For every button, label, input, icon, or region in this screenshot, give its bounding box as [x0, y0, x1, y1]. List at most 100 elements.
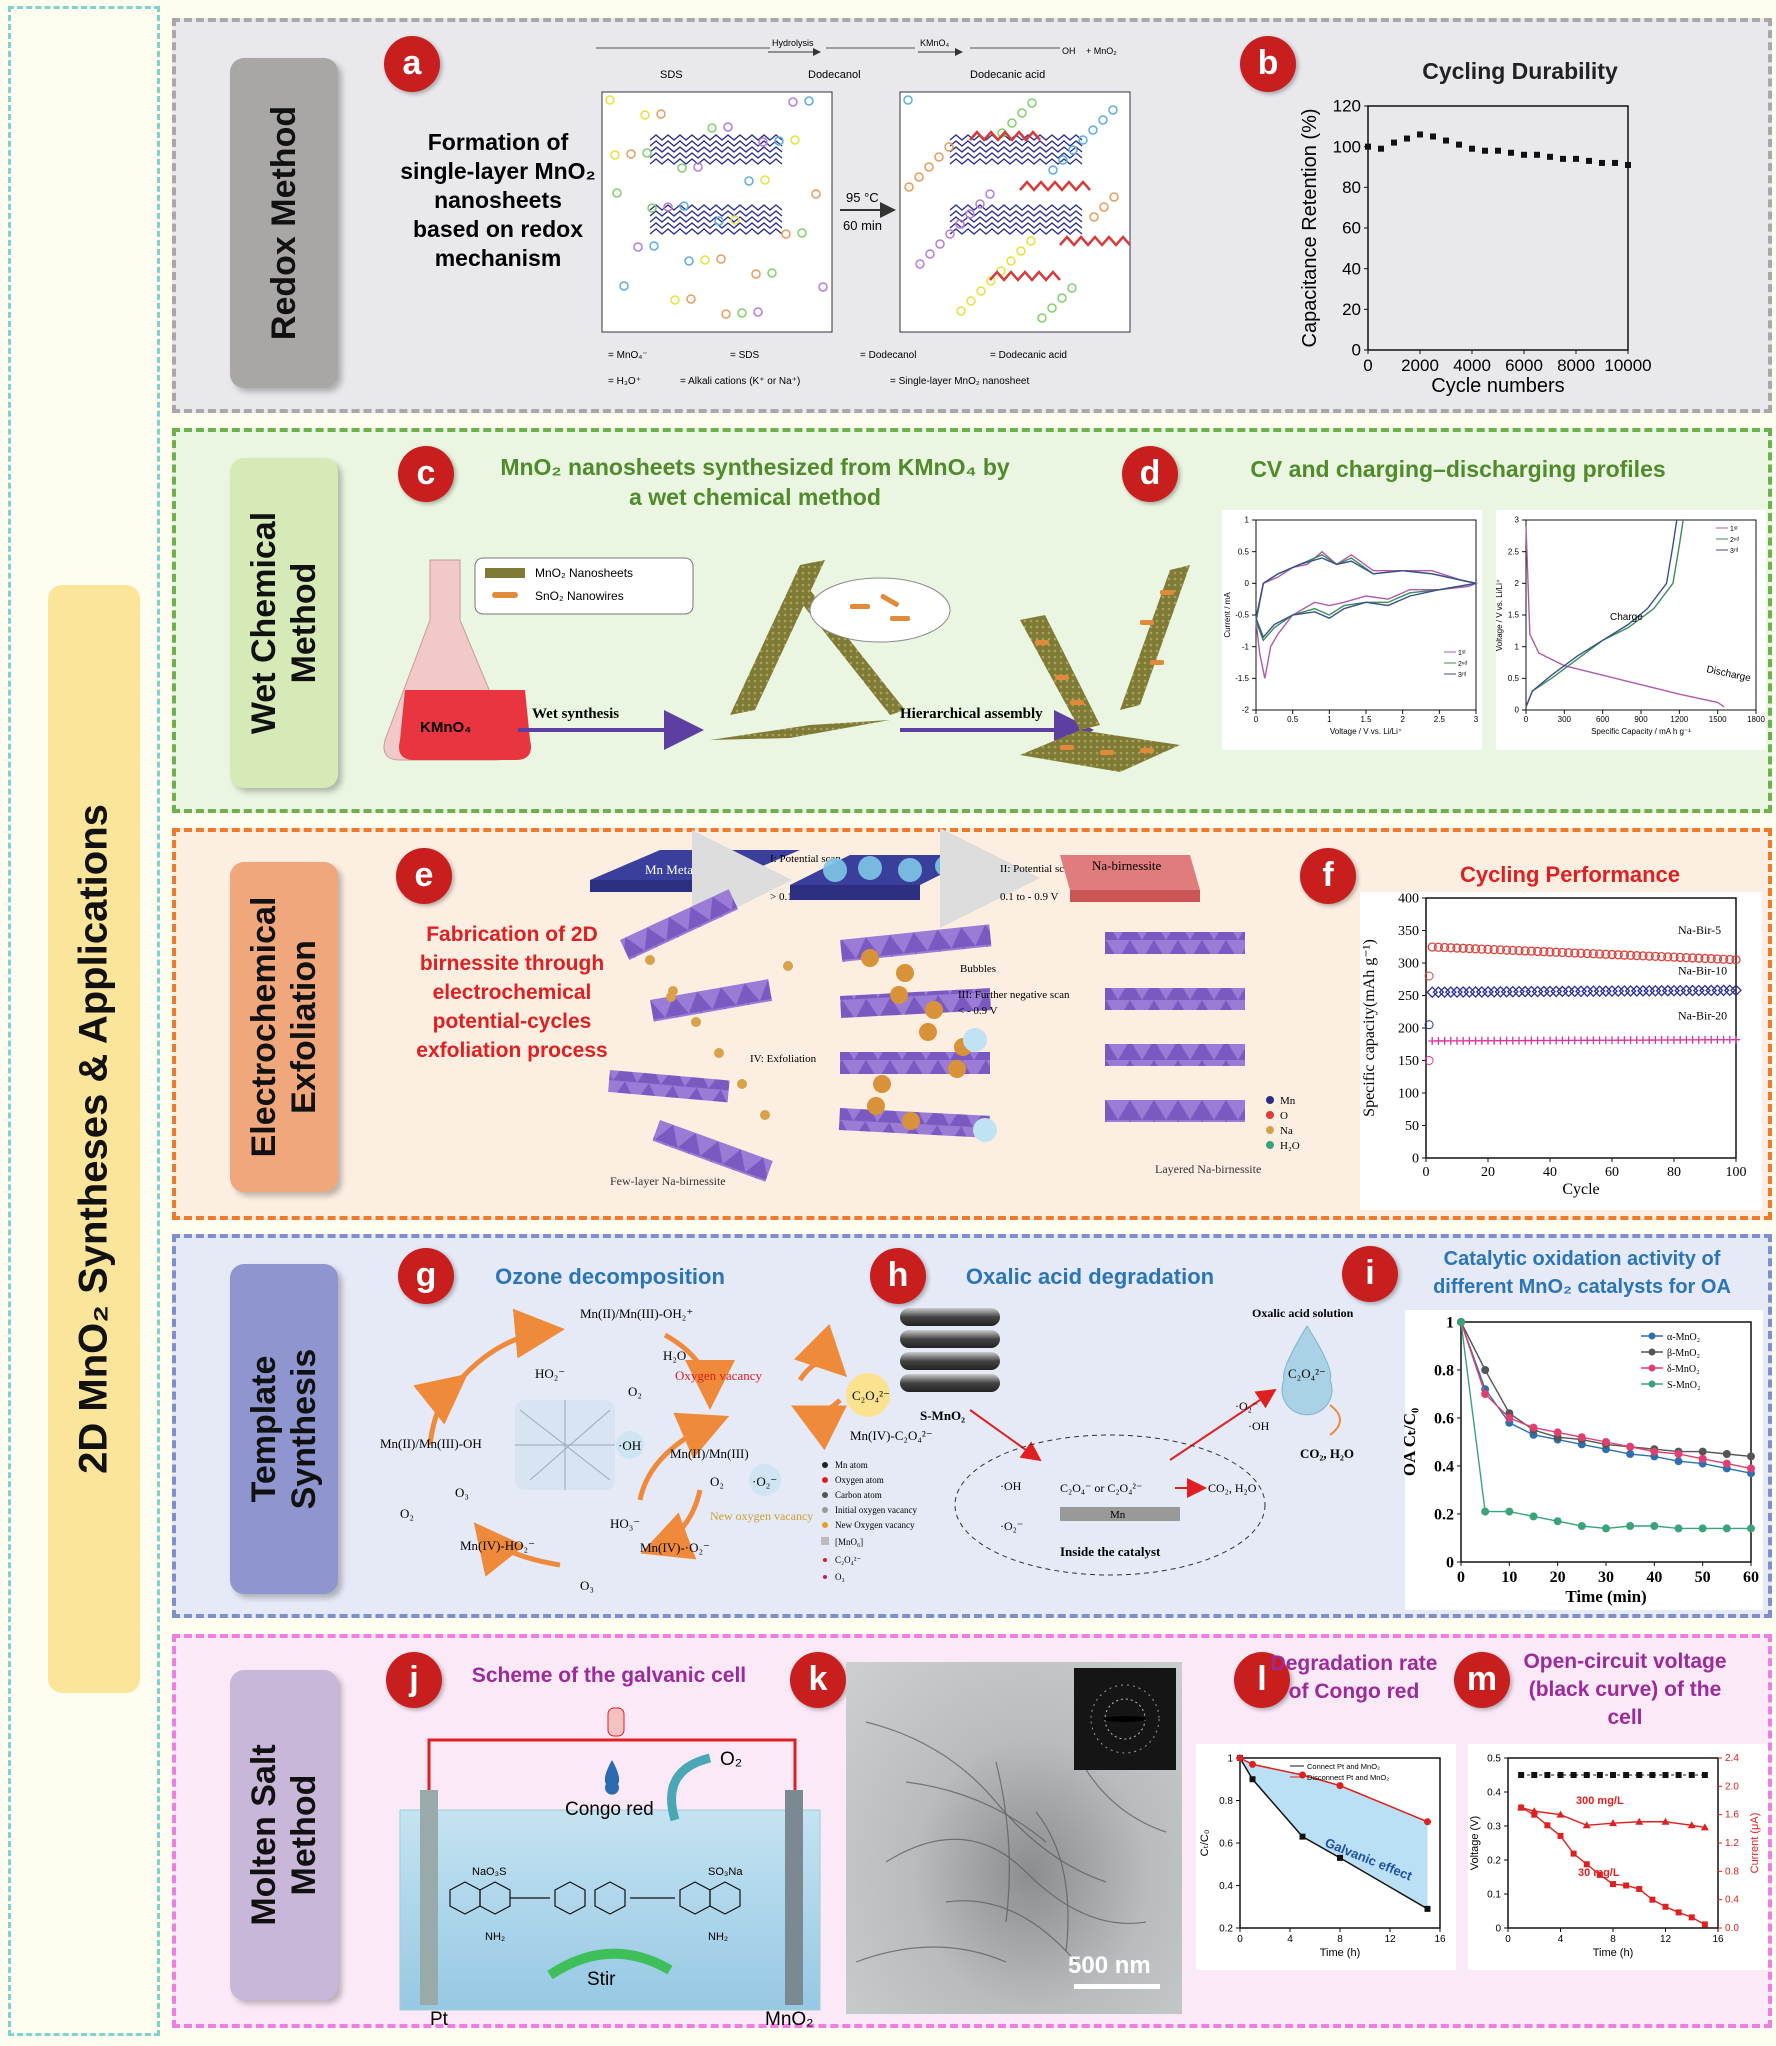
plot-frame	[1367, 105, 1629, 351]
y-tick-label: 120	[1333, 97, 1361, 116]
data-point	[1632, 950, 1642, 961]
data-point	[1452, 943, 1462, 953]
h-t8: CO₂, H₂O	[1208, 1481, 1257, 1495]
data-point	[1680, 984, 1693, 997]
data-point	[1481, 1390, 1490, 1398]
badge-m: m	[1454, 1652, 1510, 1708]
h-t0: S-MnO₂	[920, 1408, 965, 1423]
na-dot	[645, 955, 655, 965]
data-point	[1553, 1517, 1562, 1526]
x-tick-label: 4000	[1453, 356, 1491, 375]
data-point	[1299, 1833, 1306, 1840]
y-tick-label: 60	[1342, 219, 1361, 238]
j-pt: Pt	[430, 2009, 449, 2030]
y-tick-label: 400	[1398, 892, 1419, 907]
plot-frame	[1507, 1757, 1719, 1929]
j-naso3s: NaO₃S	[472, 1866, 506, 1878]
x-tick-label: 40	[1646, 1569, 1662, 1586]
na-dot	[714, 1048, 724, 1058]
pt-electrode	[420, 1790, 438, 2005]
data-point	[1582, 1821, 1591, 1829]
expanding-block	[840, 924, 992, 962]
mno2-nanosheet	[1019, 180, 1091, 192]
data-point	[1563, 948, 1574, 958]
legend-label: 1ˢᵗ	[1458, 650, 1466, 657]
j-congo: Congo red	[565, 1799, 654, 1820]
data-point	[1531, 985, 1544, 998]
data-point	[1662, 1772, 1669, 1778]
data-point	[1636, 1772, 1643, 1778]
na-dot	[783, 961, 793, 971]
x-tick-label: 20	[1550, 1569, 1566, 1586]
h-t9: Mn	[1110, 1509, 1126, 1521]
data-point	[1483, 944, 1493, 954]
panel-a-caption: Formation of single-layer MnO₂ nanosheet…	[400, 129, 596, 271]
data-point	[1557, 1772, 1564, 1778]
data-point	[1521, 151, 1527, 158]
data-point	[1494, 985, 1507, 998]
x-tick-label: 8	[1610, 1934, 1616, 1945]
ion-dot	[714, 216, 724, 226]
expanding-block	[840, 1052, 990, 1074]
x-tick-label: 80	[1667, 1165, 1681, 1180]
y-axis-label: Capacitance Retention (%)	[1299, 108, 1321, 347]
y-tick-label: 0	[1245, 579, 1250, 588]
y-tick-label: 0.4	[1487, 1787, 1501, 1798]
annotation-discharge: Discharge	[1705, 664, 1752, 684]
g-t9: C₂O₄²⁻	[852, 1388, 890, 1403]
ion-dot	[760, 175, 770, 185]
ion-dot	[730, 215, 740, 225]
j-mno2: MnO₂	[765, 2009, 814, 2030]
data-point	[1526, 946, 1537, 956]
data-point	[1562, 985, 1575, 998]
data-point	[1539, 947, 1549, 957]
ion-dot	[935, 239, 945, 249]
y-tick-label: 0.6	[1434, 1410, 1454, 1427]
e-step1: I: Potential scan	[770, 853, 841, 865]
x-tick-label: 0	[1457, 1569, 1465, 1586]
legend-marker	[1648, 1332, 1656, 1340]
sidebar-title: 2D MnO₂ Syntheses & Applications	[71, 804, 116, 1474]
x-tick-label: 40	[1543, 1165, 1557, 1180]
sidebar-banner: 2D MnO₂ Syntheses & Applications	[48, 585, 140, 1693]
e-step3: III: Further negative scan	[958, 989, 1070, 1001]
chart-f-title: Cycling Performance	[1459, 862, 1681, 887]
data-point	[1674, 1524, 1683, 1533]
data-point	[1417, 131, 1423, 138]
data-point	[1732, 1035, 1740, 1044]
ion-dot	[723, 122, 733, 132]
ion-dot	[642, 148, 652, 158]
y-tick-label: 200	[1398, 1022, 1419, 1037]
data-point	[1649, 1896, 1656, 1903]
data-point	[1705, 984, 1718, 997]
x-tick-label: 1800	[1747, 715, 1765, 724]
data-point	[1596, 1772, 1603, 1778]
x-axis-label: Cycle	[1562, 1181, 1599, 1198]
data-point	[1626, 1442, 1635, 1451]
y-tick-label: 0.1	[1487, 1889, 1501, 1900]
ion-dot	[626, 149, 636, 159]
mn-metal-label: Mn Metal	[645, 862, 697, 877]
x-tick-label: 6000	[1505, 356, 1543, 375]
data-point	[1481, 1366, 1490, 1374]
data-point	[1577, 1522, 1586, 1530]
nanosheet-1	[710, 720, 890, 740]
data-point	[1747, 1452, 1755, 1461]
ion-dot	[1058, 155, 1068, 165]
data-point	[1443, 137, 1449, 144]
series-line	[1460, 1321, 1752, 1458]
ion-dot	[975, 199, 985, 209]
ion-dot	[976, 286, 986, 296]
ion-dot	[751, 269, 761, 279]
step-dodecanol: Dodecanol	[808, 69, 861, 81]
badge-a: a	[384, 36, 440, 92]
step-hydrolysis: Hydrolysis	[772, 38, 814, 48]
g-t16: Mn(IV)-HO₂⁻	[460, 1538, 535, 1553]
